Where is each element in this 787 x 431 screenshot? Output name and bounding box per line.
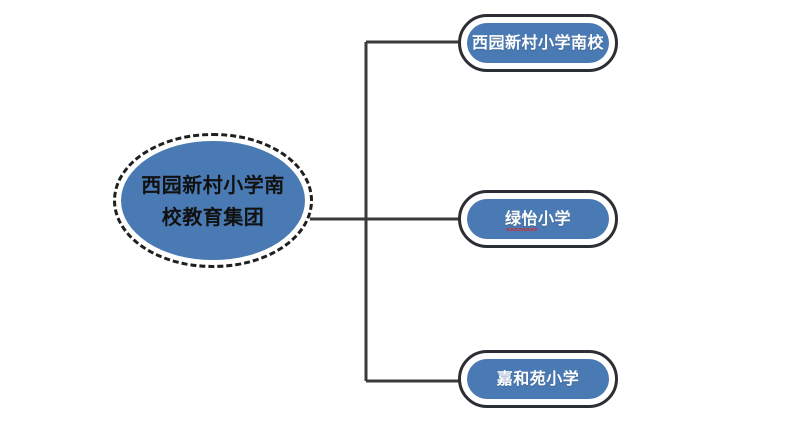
root-node-label-line-2: 校教育集团: [161, 204, 265, 229]
child-node-label-rest: 小学: [538, 209, 572, 228]
child-node-label-marked: 绿怡: [504, 209, 538, 231]
root-node-education-group[interactable]: 西园新村小学南 校教育集团: [113, 133, 313, 268]
child-node-fill: [467, 199, 609, 239]
root-node-label-line-1: 西园新村小学南: [141, 172, 285, 197]
child-node-label-text: 西园新村小学南校: [471, 33, 604, 52]
child-node-label-text: 嘉和苑小学: [496, 369, 580, 388]
child-node-label: 嘉和苑小学: [458, 350, 618, 408]
child-node-fill: [467, 23, 609, 63]
child-node-lvyi-primary[interactable]: 绿怡小学: [458, 190, 618, 248]
child-node-xiyuan-xincun-south[interactable]: 西园新村小学南校: [458, 14, 618, 72]
child-node-fill: [467, 359, 609, 399]
root-node-fill: [121, 141, 305, 260]
child-node-jiaheyuan-primary[interactable]: 嘉和苑小学: [458, 350, 618, 408]
root-node-label: 西园新村小学南 校教育集团: [113, 133, 313, 268]
child-node-label: 西园新村小学南校: [458, 14, 618, 72]
child-node-label: 绿怡小学: [458, 190, 618, 248]
